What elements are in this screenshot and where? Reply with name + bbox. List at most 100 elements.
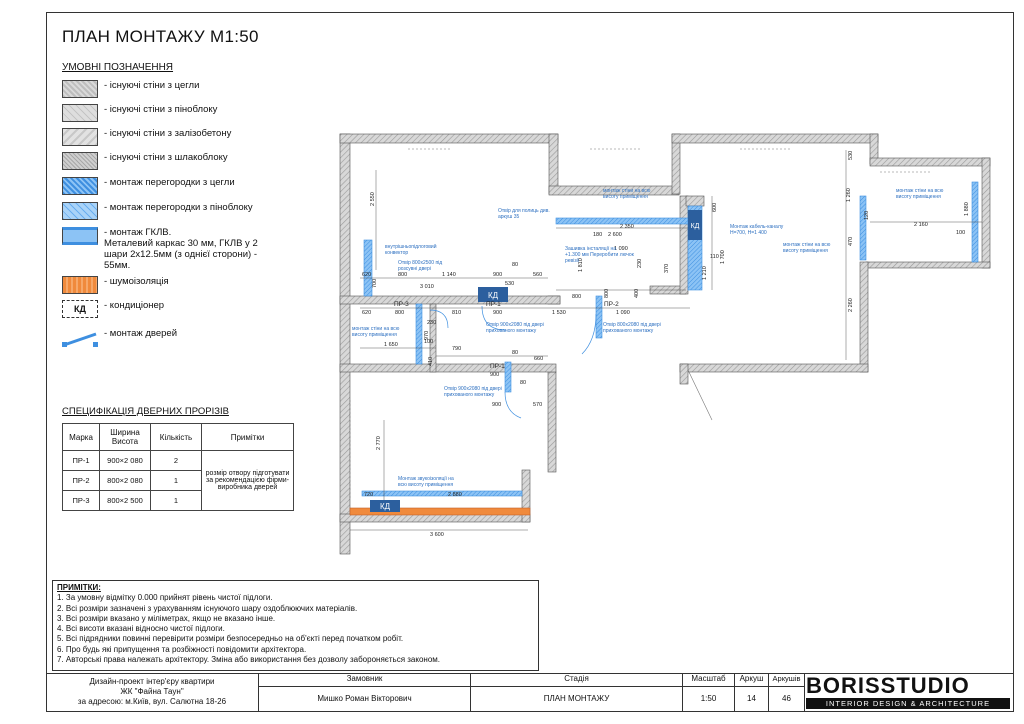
new-partitions xyxy=(361,181,979,497)
dimension-label: 530 xyxy=(505,281,514,287)
dimension-label: 3 010 xyxy=(420,284,434,290)
legend-label: - шумоізоляція xyxy=(104,276,169,287)
legend-heading: УМОВНІ ПОЗНАЧЕННЯ xyxy=(62,62,174,73)
plan-note: Зашивка інсталяції на+1.300 мм Переробит… xyxy=(565,246,635,264)
drawing-frame xyxy=(46,12,1014,712)
dimension-label: 110 xyxy=(710,254,719,260)
dimension-label: 1 700 xyxy=(720,250,726,264)
legend-label: - монтаж перегородки з цегли xyxy=(104,177,235,188)
dimension-label: 100 xyxy=(424,339,433,345)
client-label: Замовник xyxy=(258,674,470,687)
legend-item-soundproof: - шумоізоляція xyxy=(62,276,169,294)
dimension-label: 570 xyxy=(533,402,542,408)
dimension-label: 810 xyxy=(452,310,461,316)
sheets-value: 46 xyxy=(768,687,804,712)
dimension-label: 790 xyxy=(452,346,461,352)
dimension-label: 400 xyxy=(634,289,640,298)
dimension-label: 720 xyxy=(364,492,373,498)
page-title: ПЛАН МОНТАЖУ М1:50 xyxy=(62,27,259,46)
concrete-swatch xyxy=(62,128,98,146)
ac-label: КД xyxy=(488,291,499,300)
dimension-label: 1 090 xyxy=(614,246,628,252)
spec-cell: ПР-3 xyxy=(62,490,100,511)
dimension-label: 800 xyxy=(604,289,610,298)
dimension-label: 470 xyxy=(848,237,854,246)
project-info: Дизайн-проект інтер'єру квартири ЖК "Фай… xyxy=(46,674,258,712)
note-item: 4. Всі висоти вказані відносно чистої пі… xyxy=(57,624,225,634)
dimension-label: 800 xyxy=(572,294,581,300)
legend-label: - існуючі стіни з залізобетону xyxy=(104,128,232,139)
dimension-label: 2 550 xyxy=(370,192,376,206)
door-mark: ПР-1 xyxy=(490,363,505,370)
client-name: Мишко Роман Вікторович xyxy=(258,687,470,712)
dimension-label: 1 090 xyxy=(616,310,630,316)
spec-header: Кількість xyxy=(150,423,202,451)
plan-note: Отвір для полиць див.аркуш 35 xyxy=(498,208,550,220)
logo-divider xyxy=(804,674,805,712)
legend-label: - існуючі стіни з піноблоку xyxy=(104,104,218,115)
dimension-label: 660 xyxy=(534,356,543,362)
legend-label: - монтаж ГКЛВ. Металевий каркас 30 мм, Г… xyxy=(104,227,258,271)
spec-cell: 1 xyxy=(150,490,202,511)
dimension-label: 600 xyxy=(712,203,718,212)
dimension-label: 900 xyxy=(493,272,502,278)
new-foam-swatch xyxy=(62,202,98,220)
sheets-label: Аркушів xyxy=(768,674,804,687)
sheet-label: Аркуш xyxy=(734,674,768,687)
dimension-label: 900 xyxy=(493,310,502,316)
dimension-label: 80 xyxy=(512,262,518,268)
dimension-label: 1 210 xyxy=(702,266,708,280)
dimension-label: 80 xyxy=(520,380,526,386)
soundproof-layer xyxy=(349,507,531,516)
note-item: 3. Всі розміри вказано у міліметрах, якщ… xyxy=(57,613,276,623)
dimension-label: 2 350 xyxy=(620,224,634,230)
note-item: 5. Всі підрядники повинні перевірити роз… xyxy=(57,634,404,644)
dimension-label: 620 xyxy=(362,310,371,316)
logo-tagline: INTERIOR DESIGN & ARCHITECTURE xyxy=(806,698,1010,709)
door-spec-table: Марка Ширина Висота Кількість Примітки П… xyxy=(62,423,294,511)
stage-value: ПЛАН МОНТАЖУ xyxy=(470,687,682,712)
door-mark: ПР-2 xyxy=(604,301,619,308)
dimension-label: 800 xyxy=(398,272,407,278)
dimension-label: 900 xyxy=(492,402,501,408)
door-mark: ПР-1 xyxy=(486,301,501,308)
dimension-label: 410 xyxy=(428,357,434,366)
legend-item-brick: - існуючі стіни з цегли xyxy=(62,80,199,98)
dimension-label: 1 530 xyxy=(552,310,566,316)
dimension-label: 560 xyxy=(533,272,542,278)
legend-label: - існуючі стіни з цегли xyxy=(104,80,200,91)
dimension-label: 2 880 xyxy=(448,492,462,498)
dimension-label: 700 xyxy=(372,279,378,288)
dimension-label: 800 xyxy=(395,310,404,316)
dimension-label: 80 xyxy=(512,350,518,356)
spec-cell: 800×2 500 xyxy=(99,490,151,511)
brick-swatch xyxy=(62,80,98,98)
dimension-label: 2 260 xyxy=(848,298,854,312)
title-block: Дизайн-проект інтер'єру квартири ЖК "Фай… xyxy=(46,673,1014,713)
windows xyxy=(349,148,930,500)
door-icon xyxy=(62,332,98,347)
ac-label: КД xyxy=(691,223,700,230)
dimension-label: 370 xyxy=(664,264,670,273)
project-line: за адресою: м.Київ, вул. Салютна 18-26 xyxy=(77,697,227,706)
legend-item-door: - монтаж дверей xyxy=(62,328,177,348)
legend-label: - монтаж перегородки з піноблоку xyxy=(104,202,253,213)
new-brick-swatch xyxy=(62,177,98,195)
project-line: ЖК "Файна Таун" xyxy=(120,687,184,696)
scale-label: Масштаб xyxy=(682,674,734,687)
note-item: 1. За умовну відмітку 0.000 прийнят ріве… xyxy=(57,593,273,603)
dimension-label: 900 xyxy=(490,372,499,378)
gklv-swatch xyxy=(62,227,98,245)
note-item: 7. Авторські права належать архітектору.… xyxy=(57,655,440,665)
